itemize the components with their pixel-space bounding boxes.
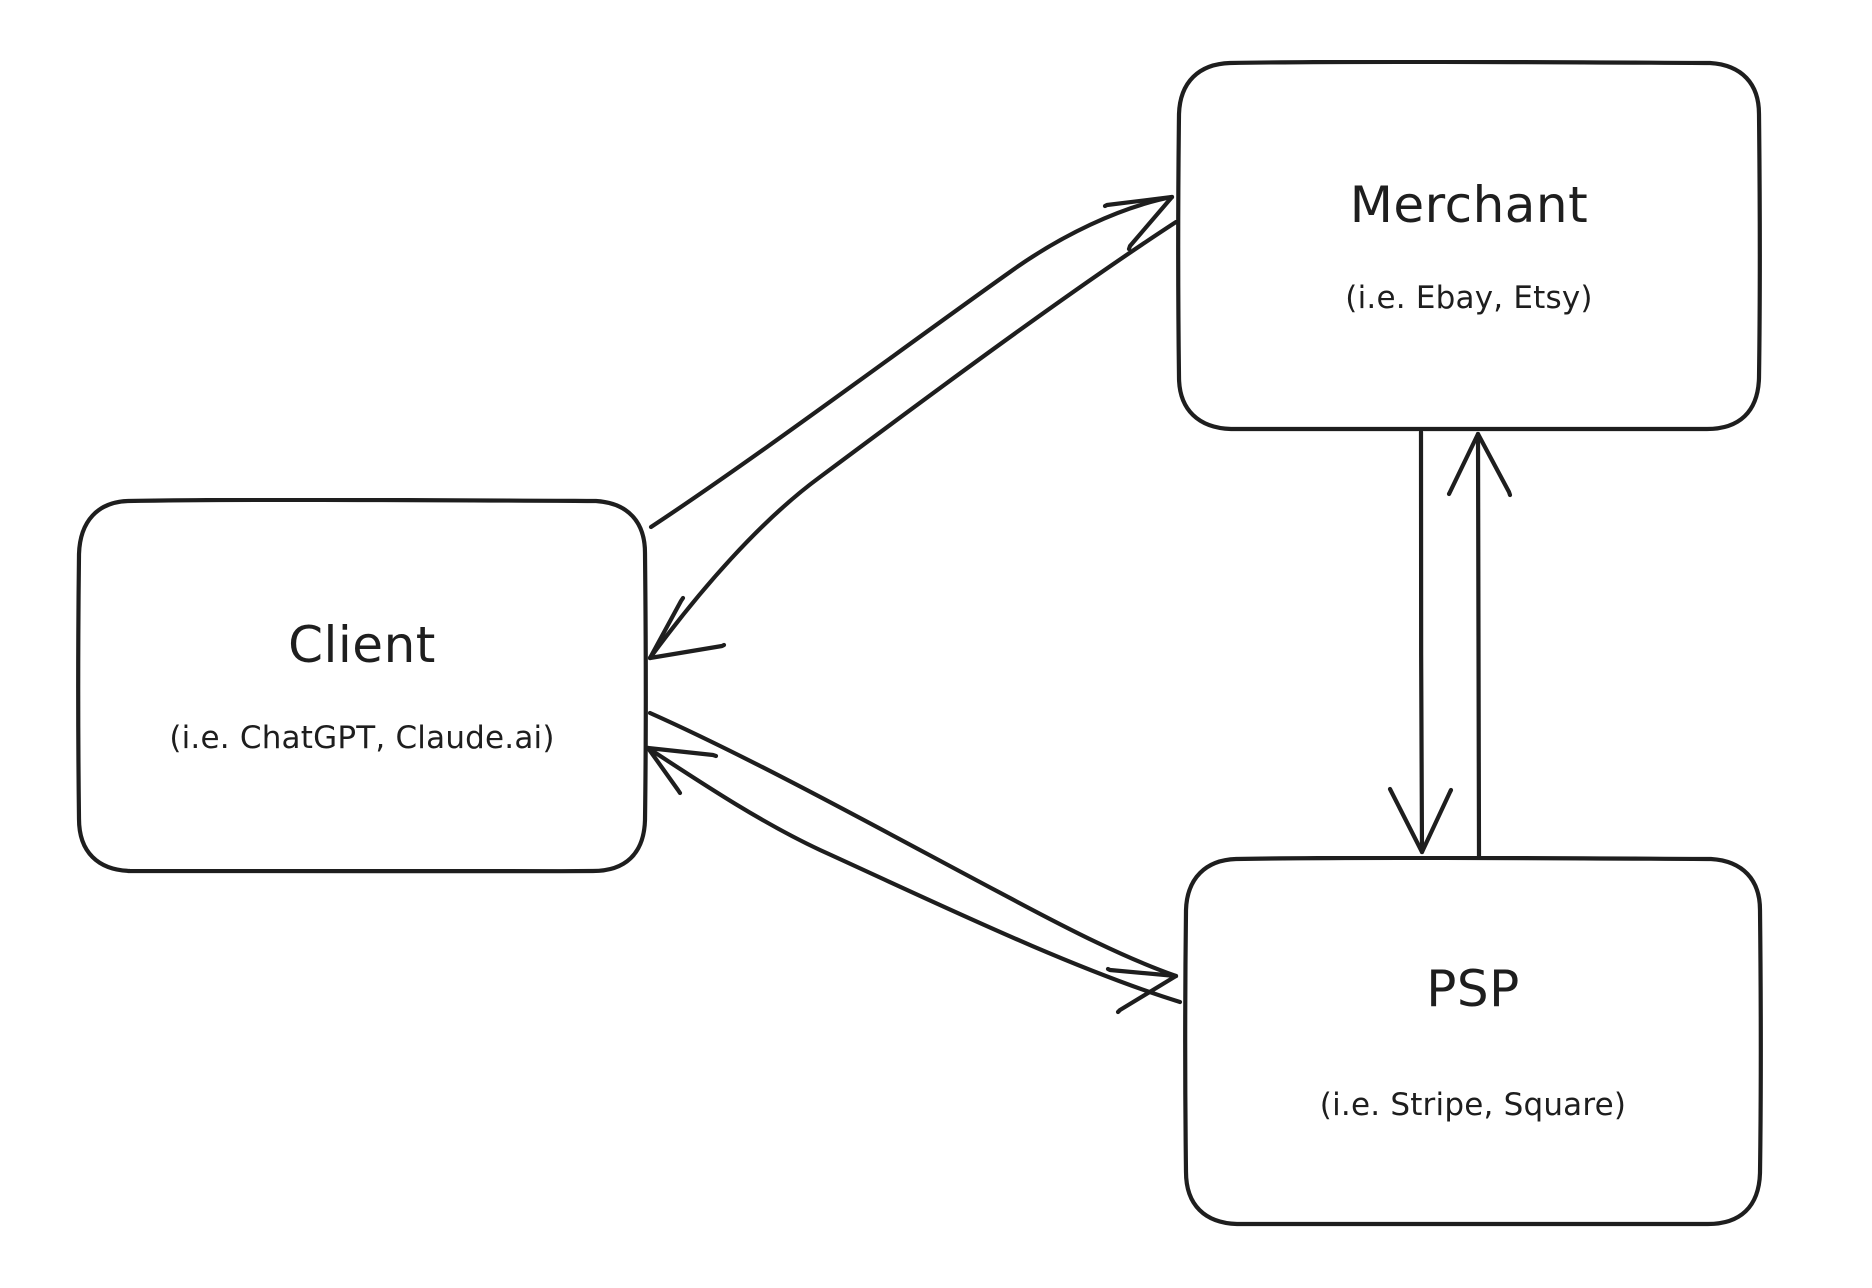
merchant-subtitle: (i.e. Ebay, Etsy)	[1345, 279, 1593, 316]
edge-merchant-to-client[interactable]	[647, 219, 1179, 661]
edge-merchant-to-psp[interactable]	[1387, 429, 1454, 855]
psp-subtitle: (i.e. Stripe, Square)	[1319, 1087, 1627, 1124]
edge-client-to-psp[interactable]	[647, 710, 1179, 1015]
psp-label-group: PSP (i.e. Stripe, Square)	[1320, 958, 1626, 1125]
edge-client-to-merchant[interactable]	[648, 194, 1175, 530]
node-merchant[interactable]: Merchant (i.e. Ebay, Etsy)	[1176, 60, 1762, 432]
node-psp[interactable]: PSP (i.e. Stripe, Square)	[1183, 856, 1763, 1227]
edge-psp-to-merchant[interactable]	[1446, 431, 1513, 859]
merchant-label-group: Merchant (i.e. Ebay, Etsy)	[1345, 174, 1592, 317]
client-title: Client	[288, 616, 436, 675]
client-subtitle: (i.e. ChatGPT, Claude.ai)	[169, 719, 555, 756]
merchant-title: Merchant	[1349, 176, 1589, 235]
node-client[interactable]: Client (i.e. ChatGPT, Claude.ai)	[76, 498, 648, 874]
edge-psp-to-client[interactable]	[645, 745, 1183, 1005]
psp-title: PSP	[1426, 959, 1520, 1018]
client-label-group: Client (i.e. ChatGPT, Claude.ai)	[169, 614, 554, 757]
